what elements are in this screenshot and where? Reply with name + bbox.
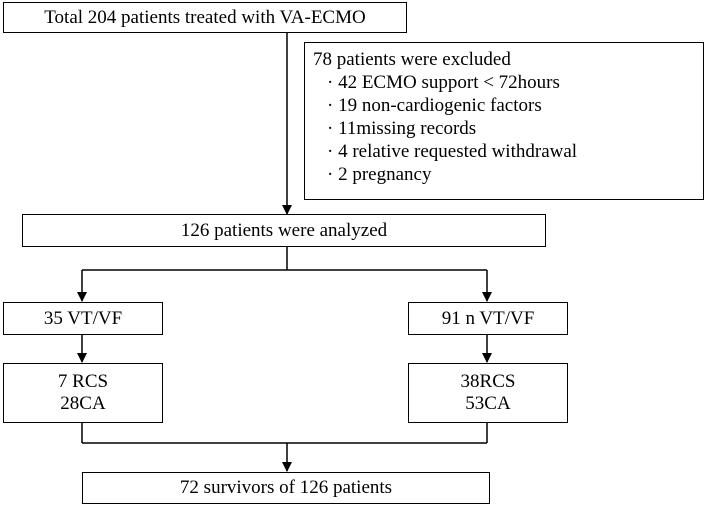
exclusion-item-non-cardiogenic: · 19 non-cardiogenic factors xyxy=(327,95,542,116)
survivors-box: 72 survivors of 126 patients xyxy=(82,472,490,504)
total-patients-box: Total 204 patients treated with VA-ECMO xyxy=(3,2,407,33)
exclusion-item-ecmo: · 42 ECMO support < 72hours xyxy=(327,72,560,93)
right-outcome-box: 38RCS 53CA xyxy=(408,363,568,423)
right-group-label: 91 n VT/VF xyxy=(441,307,535,329)
analyzed-text: 126 patients were analyzed xyxy=(180,219,388,241)
exclusion-title: 78 patients were excluded xyxy=(313,49,511,70)
exclusion-box: 78 patients were excluded · 42 ECMO supp… xyxy=(304,42,704,200)
exclusion-list: · 42 ECMO support < 72hours · 19 non-car… xyxy=(313,71,695,186)
survivors-text: 72 survivors of 126 patients xyxy=(179,477,393,499)
left-outcome-box: 7 RCS 28CA xyxy=(3,363,163,423)
left-group-box: 35 VT/VF xyxy=(3,302,163,335)
left-outcome-ca: 28CA xyxy=(60,393,106,414)
exclusion-item-pregnancy: · 2 pregnancy xyxy=(327,164,432,185)
analyzed-box: 126 patients were analyzed xyxy=(22,214,546,247)
exclusion-item-missing-records: · 11missing records xyxy=(327,118,477,139)
right-outcome-rcs: 38RCS xyxy=(460,371,516,393)
exclusion-item-withdrawal: · 4 relative requested withdrawal xyxy=(327,141,578,162)
left-group-label: 35 VT/VF xyxy=(43,307,123,329)
right-group-box: 91 n VT/VF xyxy=(408,302,568,335)
total-patients-text: Total 204 patients treated with VA-ECMO xyxy=(44,6,366,28)
left-outcome-rcs: 7 RCS xyxy=(57,371,109,393)
right-outcome-ca: 53CA xyxy=(465,393,511,414)
